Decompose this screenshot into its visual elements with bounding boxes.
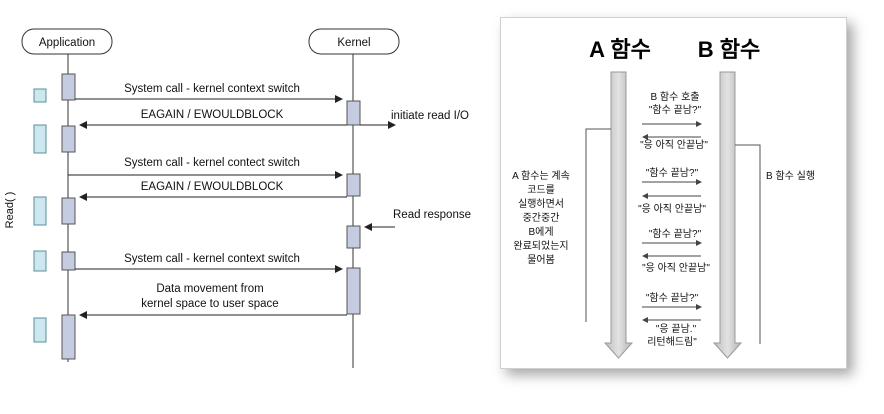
sequence-diagram: Application Kernel Read( ) System call -… [4, 28, 471, 368]
application-activation [61, 197, 76, 225]
b-note-bracket [735, 144, 761, 344]
kernel-activation [346, 267, 361, 315]
message-label: "응 끝남." [656, 323, 697, 335]
a-note-line: 실행하면서 [518, 197, 564, 210]
a-note-line: 중간중간 [523, 212, 560, 224]
message-label: "함수 끝남?" [646, 167, 699, 179]
a-function-timeline-arrow [603, 71, 634, 359]
application-activation [61, 73, 76, 101]
message-label: EAGAIN / EWOULDBLOCK [141, 109, 284, 121]
a-note-line: A 함수는 계속 [512, 170, 570, 182]
message-label: B 함수 호출 [650, 91, 699, 103]
read-label: Read( ) [4, 192, 16, 229]
kernel-activation [346, 225, 361, 249]
a-note-line: 코드를 [527, 184, 555, 196]
message-label: System call - kernel context switch [124, 253, 300, 265]
message-label: System call - kernel context switch [124, 83, 300, 95]
message-label: "응 아직 안끝남" [640, 139, 708, 151]
state-box [33, 124, 47, 154]
b-function-timeline-arrow [712, 71, 743, 359]
message-label: initiate read I/O [391, 110, 469, 122]
polling-diagram: A 함수 B 함수 A 함수는 계속 코드를 실행하면서 중간중간 B에게 완료… [500, 17, 847, 369]
message-label: "함수 끝남?" [646, 292, 699, 304]
message-label: "응 아직 안끝남" [638, 203, 706, 215]
b-function-title: B 함수 [698, 37, 760, 62]
message-label: System call - kernel contect switch [124, 157, 300, 169]
message-label: "응 아직 안끝남" [642, 262, 710, 274]
kernel-activation [346, 100, 361, 126]
kernel-activation [346, 173, 361, 197]
state-box [33, 88, 47, 103]
a-note-line: 물어봄 [527, 254, 555, 266]
message-label: kernel space to user space [141, 298, 278, 310]
application-activation [61, 251, 76, 271]
state-box [33, 317, 47, 343]
message-label: Read response [393, 209, 471, 221]
message-label: "함수 끝남?" [649, 228, 702, 240]
message-label: EAGAIN / EWOULDBLOCK [141, 181, 284, 193]
a-note-line: 완료되었는지 [513, 240, 568, 252]
a-function-title: A 함수 [589, 37, 651, 62]
a-note-bracket [585, 128, 611, 322]
application-activation [61, 314, 76, 360]
message-label: "함수 끝남?" [649, 104, 702, 116]
state-box [33, 250, 47, 272]
b-note: B 함수 실행 [766, 170, 815, 182]
application-activation [61, 125, 76, 153]
application-label: Application [39, 37, 95, 49]
message-label: 리턴해드림" [647, 335, 697, 348]
message-label: Data movement from [156, 283, 263, 295]
application-header [21, 28, 113, 55]
kernel-header [308, 28, 400, 55]
a-note-line: B에게 [528, 226, 553, 238]
kernel-label: Kernel [337, 37, 370, 49]
state-box [33, 196, 47, 226]
